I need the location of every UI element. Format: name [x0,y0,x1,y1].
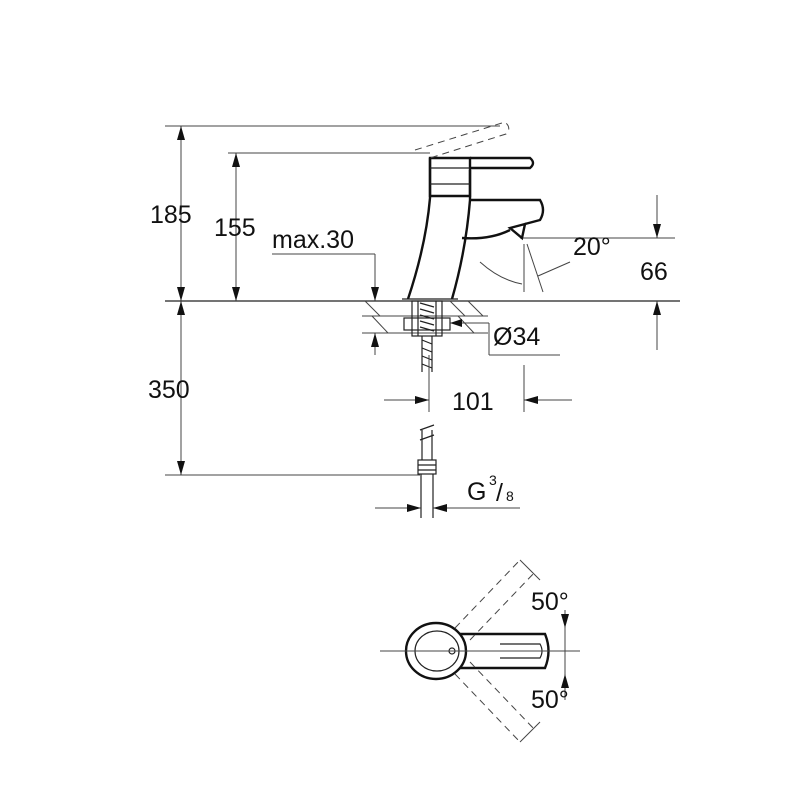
mounting-assembly [403,300,451,518]
counter-thickness-label: max.30 [272,226,354,254]
dimension-lines [177,126,661,512]
spout-reach-label: 101 [452,388,494,416]
connection-thread-label: G 3 / 8 [467,472,514,507]
connection-prefix: G [467,478,486,506]
total-height-label: 185 [150,201,192,229]
spout-angle-label: 20° [573,233,611,261]
outlet-height-label: 66 [640,258,668,286]
connection-slash: / [496,479,503,507]
spout-height-label: 155 [214,214,256,242]
connection-numerator: 3 [489,472,497,488]
lever-rotation-up-label: 50° [531,588,569,616]
lever-rotation-down-label: 50° [531,686,569,714]
hole-diameter-label: Ø34 [493,323,540,351]
faucet-top-view [380,559,580,743]
connection-denominator: 8 [506,488,514,504]
faucet-side-view [402,121,571,300]
hose-length-label: 350 [148,376,190,404]
